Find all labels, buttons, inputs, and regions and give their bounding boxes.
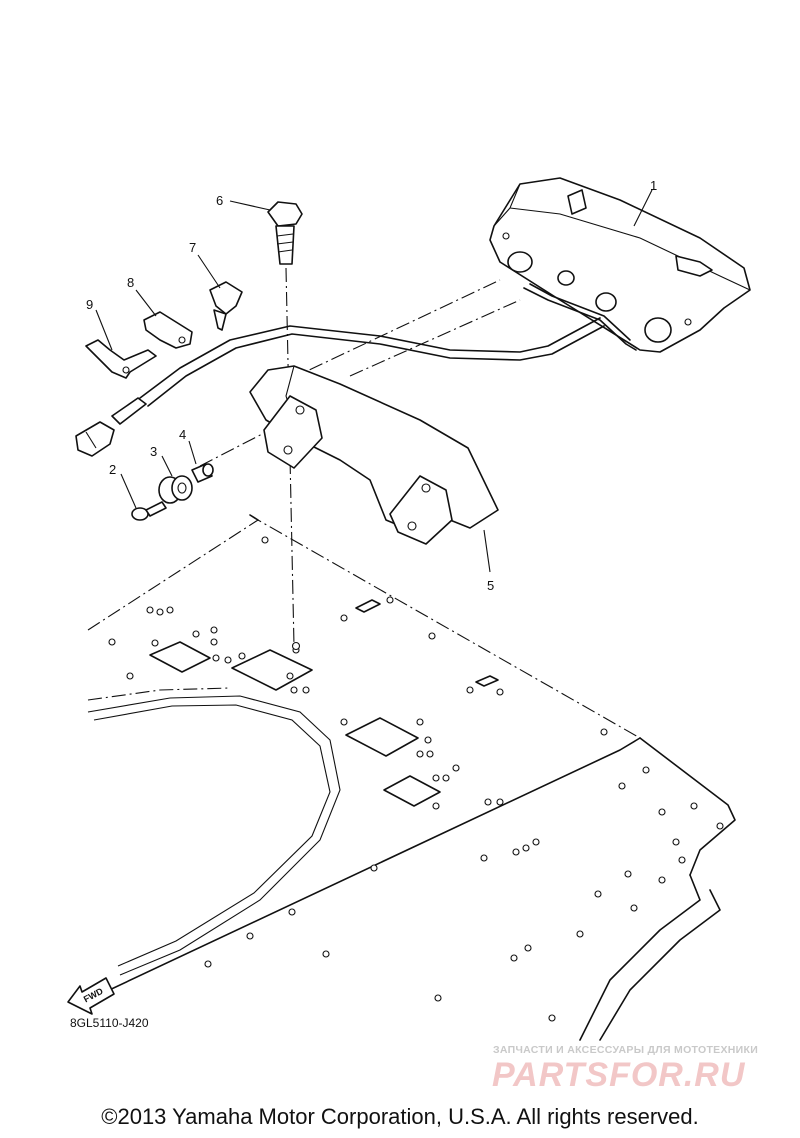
fwd-arrow-icon: FWD <box>67 977 115 1015</box>
screw <box>131 501 167 521</box>
callout-2: 2 <box>109 462 116 477</box>
callout-5: 5 <box>487 578 494 593</box>
assembly-lines <box>199 267 521 647</box>
rivet-holes <box>108 536 724 1022</box>
clamp <box>143 311 193 349</box>
holder <box>85 339 157 379</box>
copyright-notice: ©2013 Yamaha Motor Corporation, U.S.A. A… <box>101 1104 699 1129</box>
watermark-tagline: ЗАПЧАСТИ И АКСЕССУАРЫ ДЛЯ МОТОТЕХНИКИ <box>493 1044 759 1056</box>
clip <box>209 281 243 331</box>
callout-1: 1 <box>650 178 657 193</box>
tunnel-panel <box>87 514 736 1041</box>
callout-3: 3 <box>150 444 157 459</box>
bracket <box>249 365 499 545</box>
bolt <box>267 201 303 265</box>
callout-labels: 1 2 3 4 5 6 7 8 9 <box>86 178 657 593</box>
callout-leaders <box>95 189 653 573</box>
callout-4: 4 <box>179 427 186 442</box>
drawing-code: 8GL5110-J420 <box>70 1016 149 1030</box>
callout-6: 6 <box>216 193 223 208</box>
grommet <box>158 475 193 504</box>
collar <box>191 463 214 483</box>
callout-7: 7 <box>189 240 196 255</box>
wiring-harness <box>75 317 605 457</box>
callout-9: 9 <box>86 297 93 312</box>
watermark-logo: PARTSFOR.RU <box>492 1056 746 1094</box>
tail-light <box>489 177 751 353</box>
callout-8: 8 <box>127 275 134 290</box>
